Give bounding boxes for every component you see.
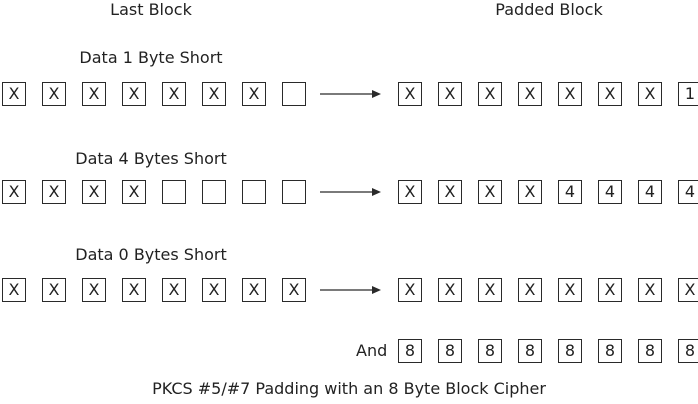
byte-cell: X	[122, 82, 146, 106]
header-padded-block: Padded Block	[495, 0, 603, 19]
byte-cell: X	[398, 180, 422, 204]
byte-cell: X	[42, 278, 66, 302]
byte-cell: 4	[598, 180, 622, 204]
byte-cell: X	[2, 82, 26, 106]
byte-cell: X	[438, 278, 462, 302]
byte-cell: X	[678, 278, 698, 302]
byte-cell: X	[438, 82, 462, 106]
byte-cell: X	[598, 82, 622, 106]
byte-cell: X	[518, 180, 542, 204]
byte-cell: X	[122, 278, 146, 302]
byte-cell: X	[638, 278, 662, 302]
byte-cell: X	[2, 180, 26, 204]
byte-cell: X	[42, 180, 66, 204]
byte-cell: X	[518, 278, 542, 302]
byte-cell: X	[518, 82, 542, 106]
byte-cell: X	[598, 278, 622, 302]
byte-cell: X	[162, 278, 186, 302]
byte-cell: 8	[398, 339, 422, 363]
row-label-2: Data 4 Bytes Short	[75, 149, 227, 168]
byte-cell: X	[438, 180, 462, 204]
byte-cell: X	[2, 278, 26, 302]
byte-cell	[202, 180, 226, 204]
byte-cell: X	[478, 278, 502, 302]
byte-cell: X	[478, 180, 502, 204]
row-label-1: Data 1 Byte Short	[79, 48, 223, 67]
byte-cell: 8	[638, 339, 662, 363]
byte-cell: X	[558, 278, 582, 302]
right-arrow-icon	[320, 90, 381, 98]
byte-cell: 8	[678, 339, 698, 363]
byte-cell: X	[398, 278, 422, 302]
byte-cell: X	[42, 82, 66, 106]
caption: PKCS #5/#7 Padding with an 8 Byte Block …	[152, 379, 546, 398]
byte-cell: X	[82, 82, 106, 106]
byte-cell: X	[478, 82, 502, 106]
right-arrow-icon	[320, 286, 381, 294]
byte-cell: X	[242, 82, 266, 106]
byte-cell: X	[638, 82, 662, 106]
byte-cell: X	[202, 278, 226, 302]
byte-cell	[162, 180, 186, 204]
byte-cell: 8	[598, 339, 622, 363]
byte-cell: 8	[518, 339, 542, 363]
byte-cell: X	[282, 278, 306, 302]
right-arrow-icon	[320, 188, 381, 196]
byte-cell: X	[122, 180, 146, 204]
byte-cell: 8	[558, 339, 582, 363]
byte-cell	[242, 180, 266, 204]
byte-cell: 4	[678, 180, 698, 204]
byte-cell: 1	[678, 82, 698, 106]
byte-cell	[282, 82, 306, 106]
byte-cell	[282, 180, 306, 204]
byte-cell: 8	[438, 339, 462, 363]
byte-cell: X	[558, 82, 582, 106]
byte-cell: X	[242, 278, 266, 302]
byte-cell: X	[398, 82, 422, 106]
byte-cell: X	[82, 180, 106, 204]
row-label-3: Data 0 Bytes Short	[75, 245, 227, 264]
byte-cell: X	[162, 82, 186, 106]
byte-cell: 4	[638, 180, 662, 204]
byte-cell: X	[82, 278, 106, 302]
and-label: And	[356, 341, 388, 360]
byte-cell: 8	[478, 339, 502, 363]
byte-cell: 4	[558, 180, 582, 204]
header-last-block: Last Block	[110, 0, 192, 19]
byte-cell: X	[202, 82, 226, 106]
